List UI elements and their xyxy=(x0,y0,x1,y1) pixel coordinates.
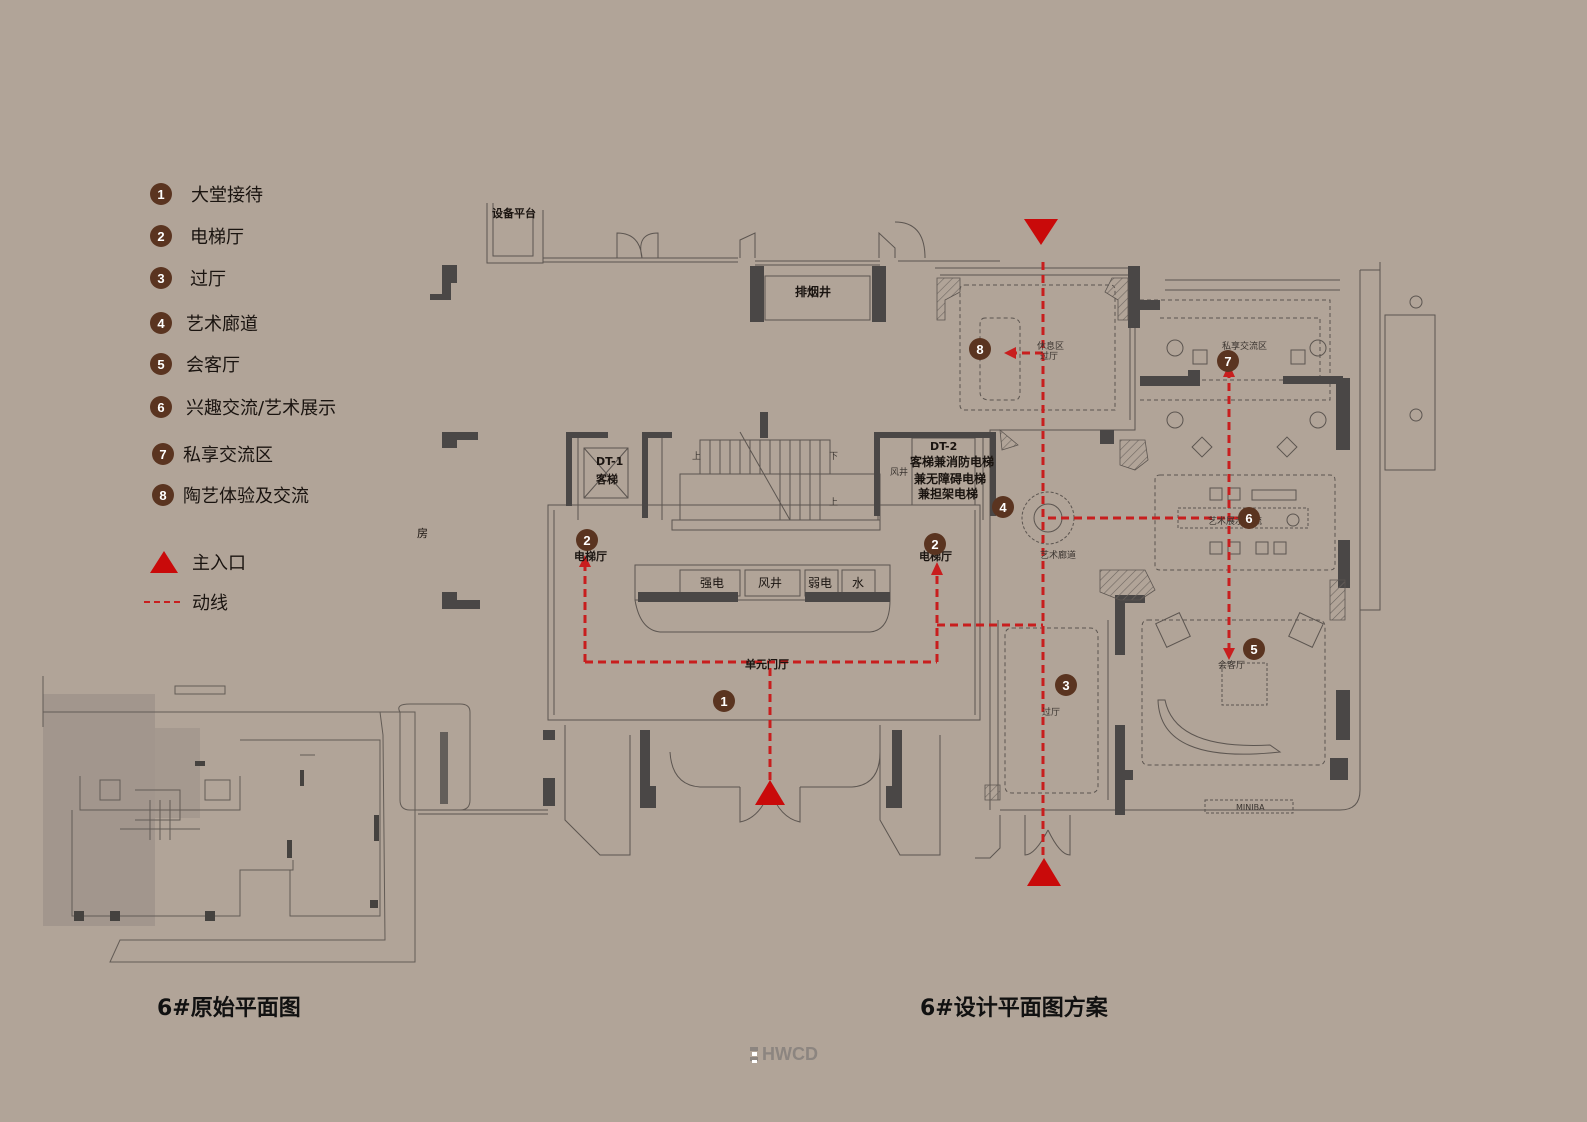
label-equipment-platform: 设备平台 xyxy=(492,207,536,220)
legend-item: 7 私享交流区 xyxy=(152,441,273,467)
wall-stubs xyxy=(430,265,480,609)
legend-label: 过厅 xyxy=(190,269,226,290)
label-elevator-hall-right: 电梯厅 xyxy=(919,550,952,563)
logo-text: HWCD xyxy=(762,1044,818,1064)
label-reception-room: 会客厅 xyxy=(1218,661,1246,671)
label-dt1-type: 客梯 xyxy=(596,473,618,486)
plan-badge-5: 5 xyxy=(1243,638,1265,660)
flow-dashed-line-icon xyxy=(144,601,180,603)
label-hallway: 过厅 xyxy=(1042,708,1061,718)
number-badge: 6 xyxy=(150,396,172,418)
legend-item: 8 陶艺体验及交流 xyxy=(152,482,309,508)
label-weak-power: 弱电 xyxy=(808,576,833,590)
label-stair-down: 下 xyxy=(829,452,839,462)
legend-label: 电梯厅 xyxy=(190,227,244,248)
caption-design-plan: 6#设计平面图方案 xyxy=(920,996,1108,1021)
number-badge: 1 xyxy=(150,183,172,205)
legend-label: 主入口 xyxy=(192,553,246,574)
label-dt1: DT-1 xyxy=(596,455,624,468)
legend-item: 6 兴趣交流/艺术展示 xyxy=(150,394,336,420)
label-rest-area-sub: 过厅 xyxy=(1040,352,1059,362)
label-dt2-line1: 客梯兼消防电梯 xyxy=(910,455,995,469)
label-dt2: DT-2 xyxy=(930,440,958,453)
label-minibar: MINIBA xyxy=(1236,803,1265,812)
flow-line-lobby xyxy=(583,560,939,780)
label-dt2-line2: 兼无障碍电梯 xyxy=(914,472,987,486)
label-unit-lobby: 单元门厅 xyxy=(745,658,789,671)
label-art-display: 艺术展示交流 xyxy=(1208,517,1263,527)
label-stair-up-2: 上 xyxy=(829,498,839,508)
label-water: 水 xyxy=(852,576,865,590)
plan-badge-7: 7 xyxy=(1217,350,1239,372)
plan-badge-2-right: 2 xyxy=(924,533,946,555)
label-wind-well: 风井 xyxy=(758,576,783,590)
legend-item: 5 会客厅 xyxy=(150,351,240,377)
legend-item: 1 大堂接待 xyxy=(150,181,263,207)
plan-badge-1: 1 xyxy=(713,690,735,712)
number-badge: 3 xyxy=(150,267,172,289)
hwcd-logo: HWCD xyxy=(750,1044,818,1065)
number-badge: 7 xyxy=(152,443,174,465)
flow-arrowheads xyxy=(579,347,1235,660)
number-badge: 8 xyxy=(152,484,174,506)
plan-badge-8: 8 xyxy=(969,338,991,360)
legend-item: 2 电梯厅 xyxy=(150,223,244,249)
label-smoke-shaft: 排烟井 xyxy=(795,285,832,299)
label-rest-area: 休息区 xyxy=(1037,342,1065,352)
label-room: 房 xyxy=(417,527,428,540)
legend-label: 私享交流区 xyxy=(183,445,273,466)
legend-item: 3 过厅 xyxy=(150,265,226,291)
entrance-triangle-icon xyxy=(150,551,178,573)
plan-badge-4: 4 xyxy=(992,496,1014,518)
plan-badge-2-left: 2 xyxy=(576,529,598,551)
legend-label: 陶艺体验及交流 xyxy=(183,486,309,507)
plan-badge-3: 3 xyxy=(1055,674,1077,696)
label-strong-power: 强电 xyxy=(700,576,725,590)
legend-entrance: 主入口 xyxy=(150,549,246,575)
label-stair-up-1: 上 xyxy=(692,452,702,462)
number-badge: 4 xyxy=(150,312,172,334)
entrance-triangle-top-icon xyxy=(1024,219,1058,245)
caption-original-plan: 6#原始平面图 xyxy=(157,996,301,1021)
entrance-markers xyxy=(755,219,1061,886)
label-art-corridor: 艺术廊道 xyxy=(1040,551,1077,561)
legend-label: 艺术廊道 xyxy=(186,314,258,335)
label-dt2-line3: 兼担架电梯 xyxy=(918,487,979,501)
logo-mark-icon xyxy=(750,1046,760,1063)
legend-item: 4 艺术廊道 xyxy=(150,310,258,336)
legend-label: 大堂接待 xyxy=(191,185,263,206)
hatched-columns xyxy=(936,277,1346,801)
legend-flow: 动线 xyxy=(144,589,228,615)
legend-label: 动线 xyxy=(192,593,228,614)
legend-label: 兴趣交流/艺术展示 xyxy=(186,398,337,419)
walls xyxy=(543,266,1350,815)
number-badge: 2 xyxy=(150,225,172,247)
label-wind-well-small: 风井 xyxy=(890,468,909,478)
legend-label: 会客厅 xyxy=(186,355,240,376)
label-elevator-hall-left: 电梯厅 xyxy=(574,550,607,563)
plan-badge-6: 6 xyxy=(1238,507,1260,529)
entrance-triangle-bottom-right-icon xyxy=(1027,858,1061,886)
number-badge: 5 xyxy=(150,353,172,375)
entrance-triangle-bottom-left-icon xyxy=(755,780,785,805)
label-private-area: 私享交流区 xyxy=(1222,342,1268,352)
flow-lines xyxy=(583,262,1240,858)
